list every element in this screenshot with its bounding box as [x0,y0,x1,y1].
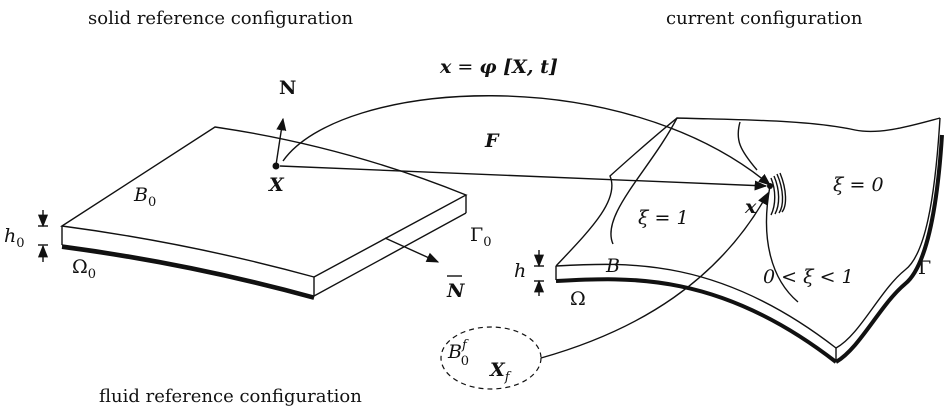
h0-label: h0 [4,225,25,251]
h-thickness-marker [533,250,545,296]
current-configuration-caption: current configuration [666,8,863,29]
X-label: X [268,174,285,196]
boundary-normal-vector [384,237,440,263]
deformation-map-arrow [282,95,771,186]
shell-thick-edge-front [555,277,838,364]
h0-thickness-marker [37,210,49,262]
B-label: B [605,255,620,277]
current-configuration-shell [555,117,944,364]
reference-plate [60,126,468,300]
interface-hatch-2 [773,175,780,215]
xi-equals-zero-label: ξ = 0 [833,174,884,196]
Omega0-label: Ω0 [72,256,96,282]
Xf-label: Xf [489,359,512,385]
B0-label: B0 [133,184,156,210]
F-label: F [484,130,500,152]
xi-equals-one-label: ξ = 1 [638,207,689,229]
shell-top-outline [555,117,941,267]
point-x [767,183,773,189]
fluid-mapping-arrow [540,191,769,359]
reference-plate-thick-edge [61,245,315,300]
solid-reference-caption: solid reference configuration [88,8,354,29]
interface-hatch-4 [779,172,787,213]
fold-contour [610,117,678,245]
point-X [272,162,280,170]
h-label: h [514,260,526,282]
interface-hatch-3 [776,173,784,214]
Gamma0-label: Γ0 [470,224,491,250]
shell-front-outline [555,117,941,349]
Nbar-label: N [446,280,465,302]
mapping-equation: x = φ [X, t] [439,56,558,78]
normal-vector-N [275,117,287,166]
interface-contour-top [737,121,758,171]
N-label: N [279,77,296,99]
deformation-gradient-arrow [279,165,768,191]
xi-between-label: 0 < ξ < 1 [763,266,854,288]
shell-thick-edge-right [834,134,944,364]
fluid-reference-caption: fluid reference configuration [99,386,362,407]
Omega-label: Ω [570,288,586,310]
x-label: x [744,196,757,218]
interface-hatch-1 [770,177,776,216]
Gamma-label: Γ [918,257,931,279]
